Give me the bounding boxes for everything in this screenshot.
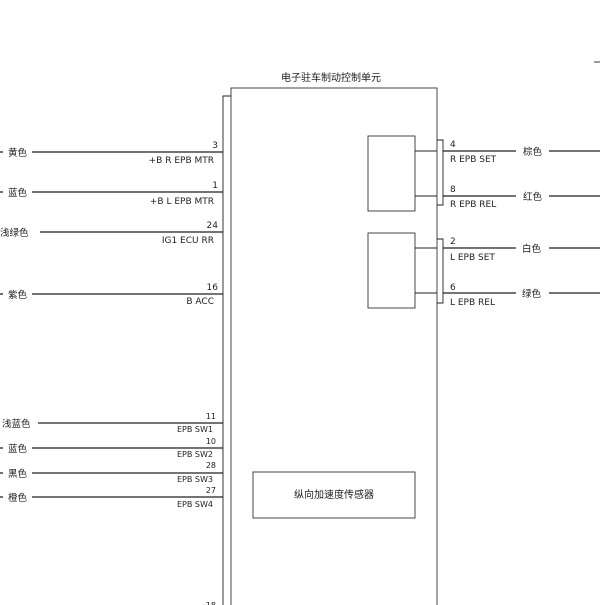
left-wire-11: 浅蓝色 11 EPB SW1 [2, 412, 223, 434]
right-epb-driver-box [367, 135, 416, 212]
left-wire-3: 黄色 3 +B R EPB MTR [0, 141, 223, 166]
module-title: 电子驻车制动控制单元 [281, 71, 381, 84]
pin-number: 16 [207, 283, 219, 293]
pin-number: 2 [450, 237, 456, 247]
signal-label: +B R EPB MTR [149, 156, 214, 166]
signal-label: EPB SW3 [177, 475, 213, 484]
pin-number: 27 [206, 486, 216, 495]
wire-color-label: 白色 [522, 243, 542, 255]
signal-label: R EPB REL [450, 200, 496, 210]
pin-number: 1 [212, 181, 218, 191]
signal-label: IG1 ECU RR [162, 236, 214, 246]
left-connector-strip [222, 95, 231, 605]
signal-label: +B L EPB MTR [150, 197, 214, 207]
wire-color-label: 蓝色 [8, 187, 28, 199]
right-wire-4: 4 R EPB SET 棕色 [443, 140, 600, 165]
signal-label: EPB SW1 [177, 425, 213, 434]
wire-color-label: 绿色 [522, 288, 542, 300]
signal-label: L EPB SET [450, 253, 495, 263]
left-epb-driver-box [367, 232, 416, 309]
signal-label: R EPB SET [450, 155, 497, 165]
wire-color-label: 棕色 [523, 146, 543, 158]
right-connector-upper [437, 139, 444, 206]
signal-label: EPB SW4 [177, 500, 213, 509]
pin-number: 3 [212, 141, 218, 151]
left-wire-1: 蓝色 1 +B L EPB MTR [0, 181, 223, 207]
wire-color-label: 紫色 [8, 289, 28, 301]
right-wire-2: 2 L EPB SET 白色 [443, 237, 600, 263]
right-wire-8: 8 R EPB REL 红色 [443, 185, 600, 210]
signal-label: L EPB REL [450, 298, 495, 308]
pin-number: 28 [206, 461, 216, 470]
pin-number: 10 [206, 437, 216, 446]
wire-color-label: 红色 [523, 191, 543, 203]
signal-label: EPB SW2 [177, 450, 213, 459]
signal-label: B ACC [186, 297, 214, 307]
pin-number: 6 [450, 283, 456, 293]
pin-number: 11 [206, 412, 216, 421]
left-wire-24: 浅绿色 24 IG1 ECU RR [0, 221, 223, 246]
pin-number: 8 [450, 185, 456, 195]
pin-number: 4 [450, 140, 456, 150]
wire-color-label: 橙色 [8, 492, 28, 504]
wire-color-label: 浅绿色 [0, 227, 29, 239]
wire-color-label: 黄色 [8, 147, 28, 159]
left-wire-28: 黑色 28 EPB SW3 [0, 461, 223, 484]
left-wire-10: 蓝色 10 EPB SW2 [0, 437, 223, 459]
wire-color-label: 黑色 [8, 468, 28, 480]
wire-color-label: 浅蓝色 [2, 418, 31, 430]
left-wire-27: 橙色 27 EPB SW4 [0, 486, 223, 509]
bottom-pin-number: 18 [206, 601, 216, 605]
right-connector-lower [437, 238, 444, 304]
wire-color-label: 蓝色 [8, 443, 28, 455]
right-wire-6: 6 L EPB REL 绿色 [443, 283, 600, 308]
accel-sensor-box [252, 471, 416, 519]
pin-number: 24 [207, 221, 219, 231]
left-wire-16: 紫色 16 B ACC [0, 283, 223, 307]
accel-sensor-label: 纵向加速度传感器 [294, 488, 374, 501]
